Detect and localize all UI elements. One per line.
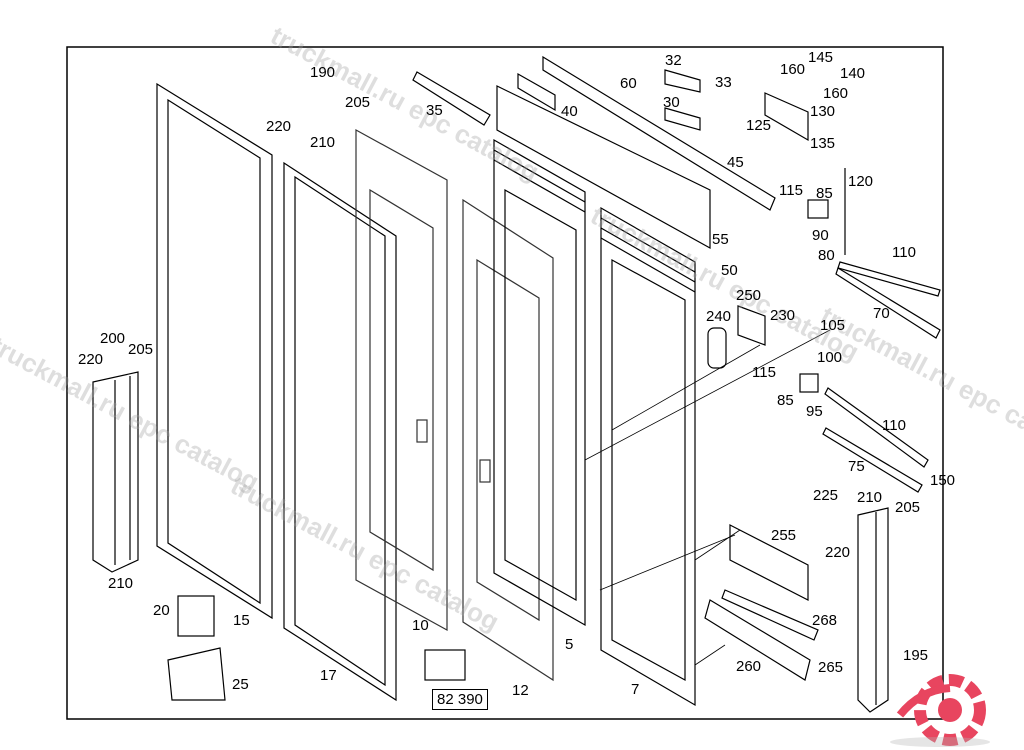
part-90-block xyxy=(807,199,829,219)
part-label[interactable]: 110 xyxy=(882,417,906,434)
part-label[interactable]: 12 xyxy=(512,682,529,699)
part-label[interactable]: 125 xyxy=(746,117,772,134)
part-label[interactable]: 70 xyxy=(873,305,890,322)
part-label[interactable]: 95 xyxy=(806,403,823,420)
part-40-panel xyxy=(496,85,711,250)
part-240-handle xyxy=(707,327,727,369)
part-label[interactable]: 250 xyxy=(736,287,762,304)
part-label[interactable]: 7 xyxy=(631,681,640,698)
part-label[interactable]: 115 xyxy=(752,364,776,381)
part-label[interactable]: 110 xyxy=(892,244,916,261)
part-label[interactable]: 80 xyxy=(818,247,835,264)
part-label[interactable]: 150 xyxy=(930,472,956,489)
part-label[interactable]: 205 xyxy=(345,94,371,111)
part-15-frame xyxy=(156,82,273,620)
part-30-bracket xyxy=(664,107,701,131)
part-label[interactable]: 205 xyxy=(895,499,921,516)
part-label[interactable]: 210 xyxy=(310,134,336,151)
part-12-glass xyxy=(462,198,554,682)
part-125-bracket xyxy=(764,92,809,142)
part-label[interactable]: 225 xyxy=(813,487,839,504)
part-label[interactable]: 5 xyxy=(565,636,574,653)
part-label[interactable]: 135 xyxy=(810,135,836,152)
part-268-strip xyxy=(721,589,819,641)
part-label[interactable]: 20 xyxy=(153,602,170,619)
part-label[interactable]: 100 xyxy=(817,349,843,366)
part-label[interactable]: 75 xyxy=(848,458,865,475)
part-17-frame xyxy=(283,161,397,702)
part-label[interactable]: 160 xyxy=(780,61,806,78)
part-label[interactable]: 210 xyxy=(857,489,883,506)
part-110-rod xyxy=(837,261,941,297)
part-label[interactable]: 115 xyxy=(779,182,803,199)
part-32-bracket xyxy=(664,69,701,93)
part-label[interactable]: 10 xyxy=(412,617,429,634)
part-label[interactable]: 230 xyxy=(770,307,796,324)
part-label[interactable]: 45 xyxy=(727,154,744,171)
part-label[interactable]: 50 xyxy=(721,262,738,279)
part-label[interactable]: 140 xyxy=(840,65,866,82)
part-label[interactable]: 195 xyxy=(903,647,929,664)
part-85-block xyxy=(799,373,819,393)
part-label[interactable]: 260 xyxy=(736,658,762,675)
part-260-sill xyxy=(704,599,811,681)
part-label[interactable]: 145 xyxy=(808,49,834,66)
part-20-hinge xyxy=(177,595,215,637)
part-label[interactable]: 32 xyxy=(665,52,682,69)
part-label[interactable]: 210 xyxy=(108,575,134,592)
part-255-plate xyxy=(729,524,809,601)
part-label[interactable]: 190 xyxy=(310,64,336,81)
reference-code-box: 82 390 xyxy=(432,689,488,710)
part-label[interactable]: 200 xyxy=(100,330,126,347)
part-label[interactable]: 33 xyxy=(715,74,732,91)
truckmallparts-logo xyxy=(890,674,990,747)
part-label[interactable]: 220 xyxy=(78,351,104,368)
part-label[interactable]: 35 xyxy=(426,102,443,119)
part-7-door xyxy=(600,206,696,707)
part-label[interactable]: 85 xyxy=(777,392,794,409)
part-label[interactable]: 15 xyxy=(233,612,250,629)
part-195-profile xyxy=(857,507,889,713)
part-45-rail xyxy=(542,55,776,211)
part-10-glass xyxy=(355,128,448,632)
part-5-door xyxy=(493,138,586,627)
part-label[interactable]: 160 xyxy=(823,85,849,102)
part-25-block xyxy=(167,647,226,701)
part-label[interactable]: 130 xyxy=(810,103,836,120)
part-label[interactable]: 240 xyxy=(706,308,732,325)
part-label[interactable]: 55 xyxy=(712,231,729,248)
part-label[interactable]: 25 xyxy=(232,676,249,693)
part-label[interactable]: 30 xyxy=(663,94,680,111)
part-label[interactable]: 60 xyxy=(620,75,637,92)
part-label[interactable]: 120 xyxy=(848,173,874,190)
part-label[interactable]: 40 xyxy=(561,103,578,120)
part-label[interactable]: 17 xyxy=(320,667,337,684)
part-210-profile xyxy=(92,371,139,573)
part-40-bracket xyxy=(517,72,556,112)
part-250-cover xyxy=(737,305,766,346)
part-label[interactable]: 255 xyxy=(771,527,797,544)
part-label[interactable]: 85 xyxy=(816,185,833,202)
part-label[interactable]: 268 xyxy=(812,612,838,629)
part-label[interactable]: 220 xyxy=(266,118,292,135)
part-label[interactable]: 205 xyxy=(128,341,154,358)
part-75-rail xyxy=(822,427,923,493)
part-35-bracket xyxy=(412,71,491,126)
part-110-rod-lower xyxy=(824,387,929,468)
part-label[interactable]: 220 xyxy=(825,544,851,561)
diagram-frame xyxy=(66,46,944,720)
part-82390-lock xyxy=(424,649,466,681)
part-label[interactable]: 90 xyxy=(812,227,829,244)
part-label[interactable]: 105 xyxy=(820,317,846,334)
part-70-rail xyxy=(835,267,941,339)
part-label[interactable]: 265 xyxy=(818,659,844,676)
